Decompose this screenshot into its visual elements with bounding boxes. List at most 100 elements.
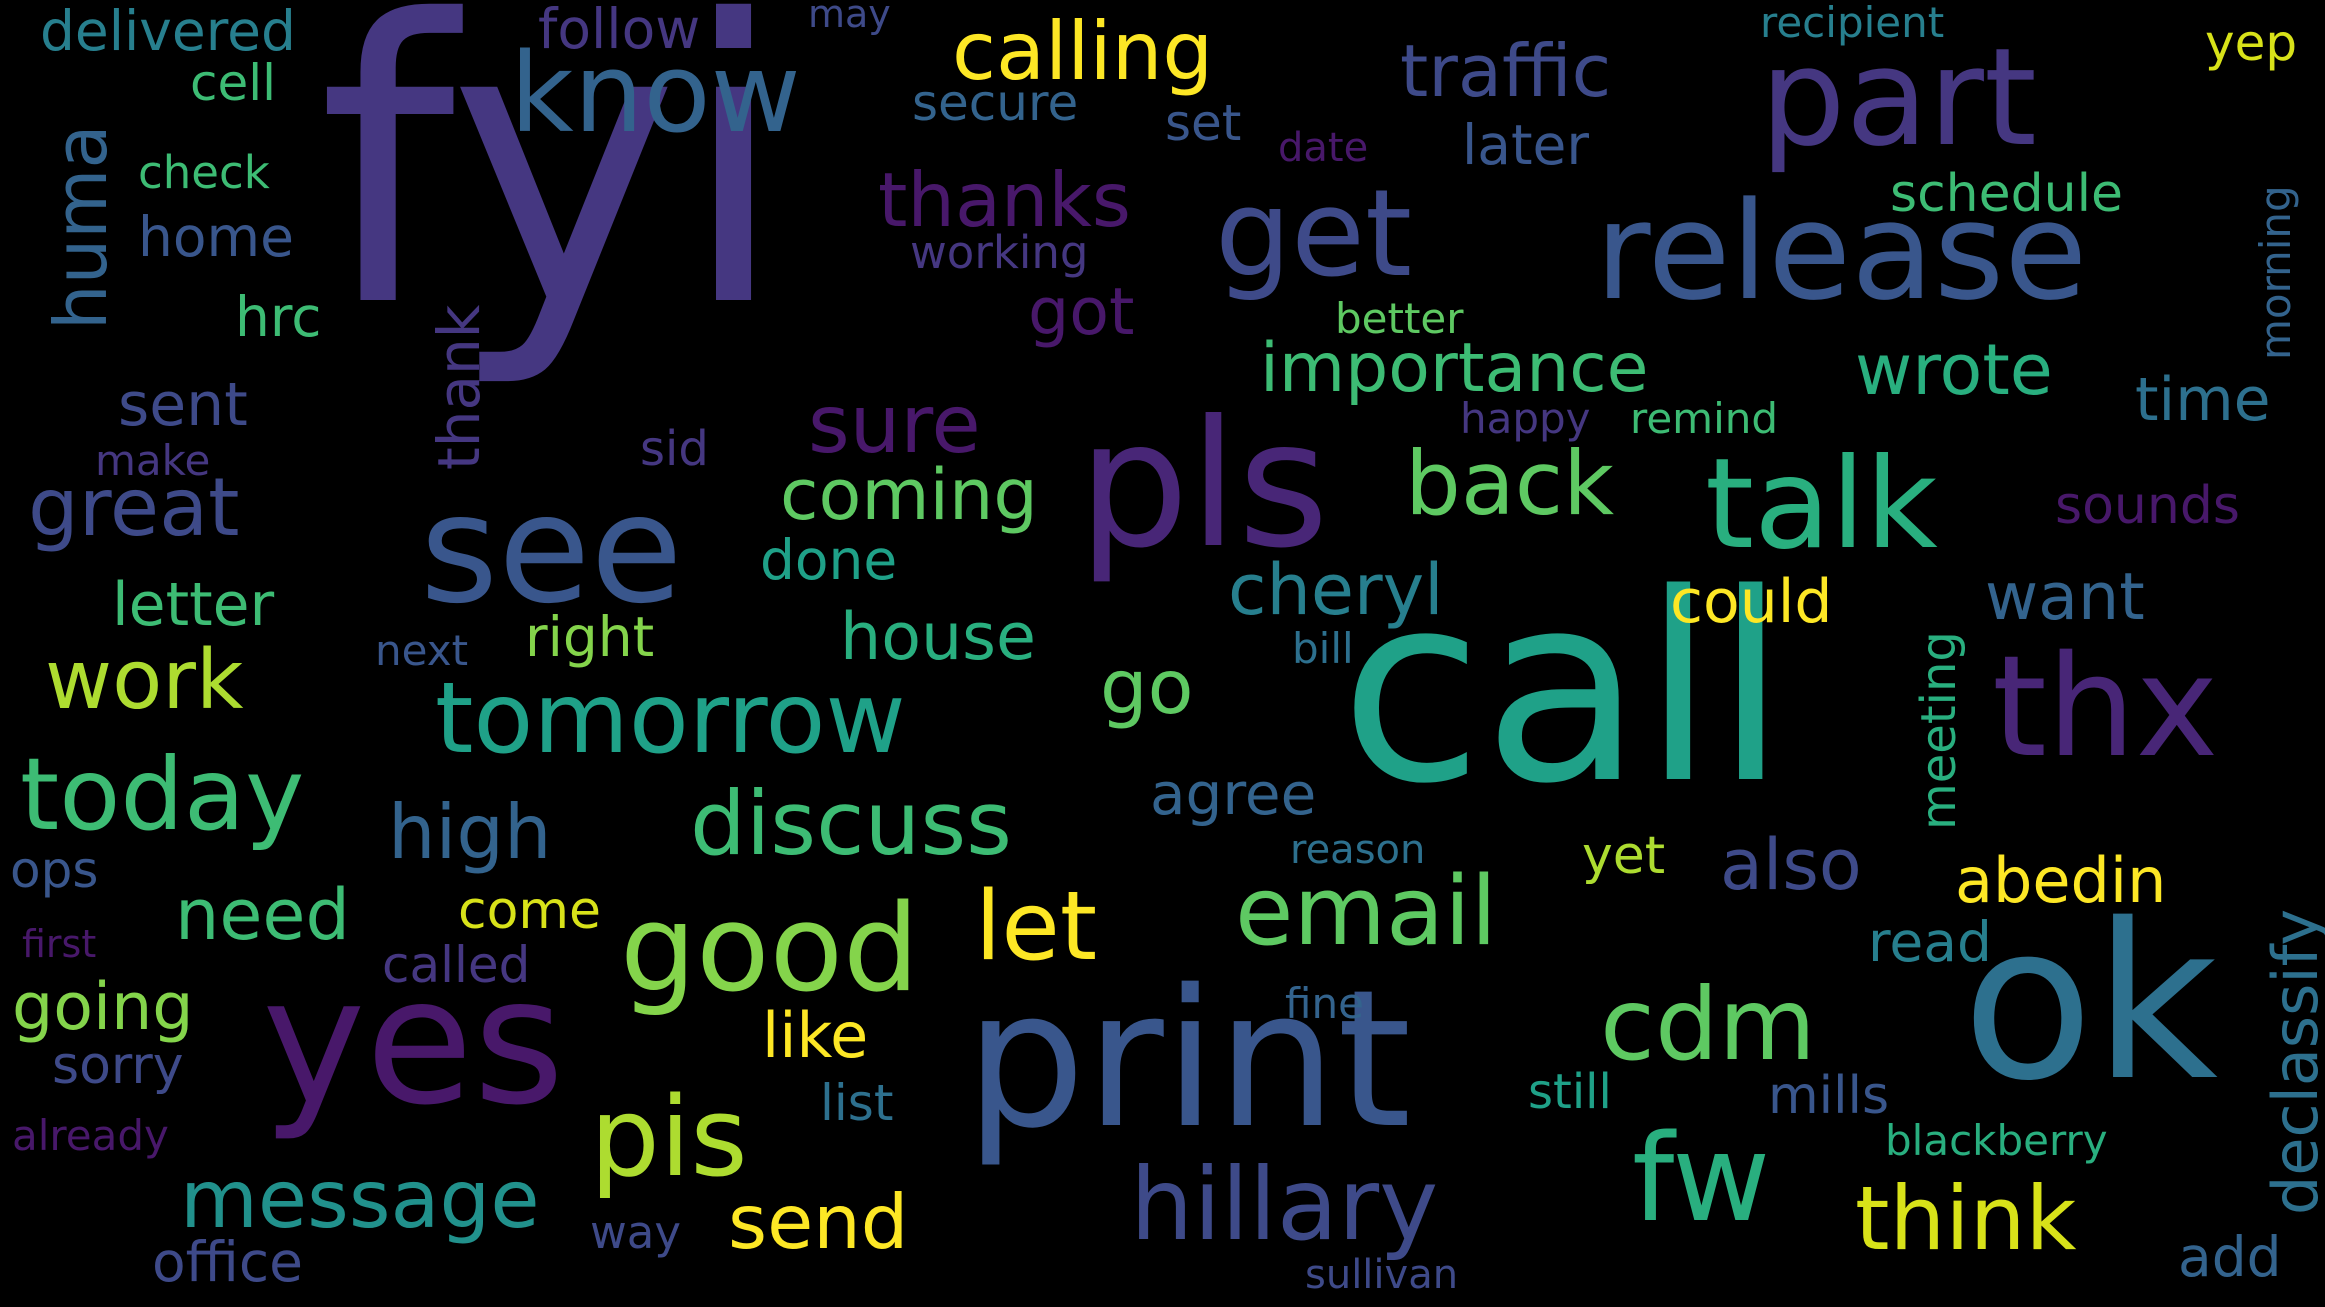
- word-hrc: hrc: [235, 285, 322, 349]
- word-let: let: [975, 872, 1098, 982]
- word-call: call: [1340, 539, 1787, 841]
- word-hillary: hillary: [1130, 1146, 1439, 1263]
- word-make: make: [95, 436, 211, 485]
- word-tomorrow: tomorrow: [435, 662, 906, 776]
- word-later: later: [1462, 113, 1589, 177]
- word-still: still: [1528, 1064, 1612, 1120]
- word-mills: mills: [1768, 1066, 1890, 1126]
- word-yes: yes: [262, 941, 565, 1144]
- word-next: next: [375, 626, 469, 675]
- word-think: think: [1855, 1167, 2077, 1270]
- word-email: email: [1235, 857, 1497, 967]
- word-agree: agree: [1150, 760, 1317, 828]
- word-sullivan: sullivan: [1305, 1252, 1459, 1298]
- word-sent: sent: [118, 370, 248, 440]
- word-done: done: [760, 528, 898, 592]
- word-release: release: [1595, 173, 2088, 330]
- word-good: good: [620, 880, 920, 1019]
- word-wrote: wrote: [1855, 329, 2053, 411]
- word-going: going: [12, 970, 194, 1045]
- word-cdm: cdm: [1600, 966, 1816, 1083]
- word-letter: letter: [112, 570, 275, 640]
- word-office: office: [152, 1230, 303, 1294]
- word-cheryl: cheryl: [1228, 549, 1444, 631]
- word-part: part: [1760, 19, 2037, 176]
- word-right: right: [525, 605, 655, 669]
- word-bill: bill: [1292, 624, 1354, 673]
- word-work: work: [45, 633, 244, 728]
- word-like: like: [762, 999, 869, 1072]
- word-working: working: [910, 226, 1089, 279]
- word-could: could: [1670, 567, 1833, 637]
- word-home: home: [138, 205, 294, 269]
- word-high: high: [388, 788, 552, 876]
- word-sounds: sounds: [2055, 476, 2240, 536]
- word-fine: fine: [1285, 979, 1364, 1028]
- word-traffic: traffic: [1400, 29, 1612, 113]
- word-follow: follow: [538, 0, 701, 61]
- word-fyi: fyi: [318, 0, 788, 392]
- word-may: may: [808, 0, 891, 36]
- word-set: set: [1165, 94, 1242, 152]
- word-see: see: [420, 463, 683, 637]
- word-already: already: [12, 1111, 169, 1160]
- word-sorry: sorry: [52, 1036, 184, 1096]
- word-remind: remind: [1630, 394, 1779, 443]
- word-first: first: [22, 922, 97, 966]
- word-reason: reason: [1290, 827, 1426, 873]
- word-also: also: [1720, 824, 1862, 906]
- word-delivered: delivered: [40, 0, 296, 63]
- word-house: house: [840, 600, 1037, 675]
- word-abedin: abedin: [1955, 844, 2167, 917]
- word-thanks: thanks: [878, 156, 1131, 244]
- word-great: great: [28, 461, 240, 554]
- word-declassify: declassify: [2259, 908, 2325, 1215]
- word-ops: ops: [10, 841, 99, 899]
- word-thank: thank: [425, 304, 493, 470]
- word-get: get: [1215, 165, 1413, 304]
- word-print: print: [965, 949, 1412, 1170]
- word-importance: importance: [1260, 329, 1649, 408]
- word-sure: sure: [808, 378, 981, 471]
- word-schedule: schedule: [1890, 164, 2124, 224]
- word-discuss: discuss: [690, 772, 1013, 875]
- word-meeting: meeting: [1911, 631, 1967, 830]
- word-add: add: [2178, 1225, 2282, 1289]
- word-morning: morning: [2251, 185, 2300, 360]
- word-happy: happy: [1460, 394, 1591, 443]
- word-time: time: [2135, 365, 2271, 435]
- word-recipient: recipient: [1760, 0, 1945, 47]
- word-yep: yep: [2205, 14, 2298, 72]
- word-know: know: [510, 29, 801, 157]
- word-better: better: [1335, 294, 1464, 343]
- word-back: back: [1405, 432, 1615, 535]
- word-read: read: [1868, 910, 1992, 974]
- word-cell: cell: [190, 54, 277, 112]
- word-come: come: [458, 881, 602, 941]
- word-coming: coming: [780, 454, 1038, 536]
- word-message: message: [180, 1153, 540, 1246]
- word-go: go: [1100, 643, 1194, 731]
- word-called: called: [382, 936, 531, 994]
- word-today: today: [20, 736, 305, 853]
- word-pis: pis: [590, 1073, 748, 1201]
- word-calling: calling: [952, 5, 1214, 98]
- word-ok: ok: [1962, 877, 2219, 1128]
- word-send: send: [728, 1178, 909, 1266]
- word-pls: pls: [1078, 384, 1329, 587]
- word-fw: fw: [1632, 1110, 1771, 1249]
- word-sid: sid: [640, 421, 709, 477]
- word-way: way: [590, 1206, 682, 1259]
- word-talk: talk: [1705, 432, 1938, 577]
- word-thx: thx: [1992, 626, 2219, 789]
- word-list: list: [820, 1074, 894, 1132]
- word-got: got: [1028, 275, 1135, 350]
- word-blackberry: blackberry: [1885, 1116, 2108, 1165]
- word-secure: secure: [912, 74, 1079, 132]
- word-want: want: [1985, 560, 2145, 635]
- word-huma: huma: [39, 124, 123, 330]
- word-check: check: [138, 146, 270, 199]
- word-date: date: [1278, 125, 1369, 171]
- word-need: need: [175, 874, 350, 956]
